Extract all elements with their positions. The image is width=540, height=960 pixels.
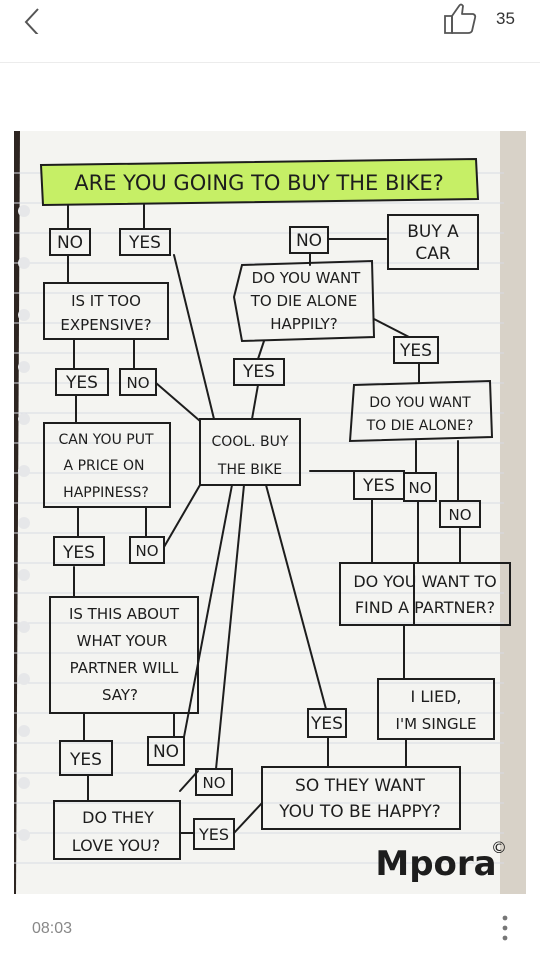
node-yes: YES — [242, 362, 275, 382]
node-no: NO — [408, 479, 431, 497]
node-no: NO — [296, 231, 322, 251]
node-no: NO — [448, 506, 471, 524]
find-partner-line-2: FIND A PARTNER? — [355, 598, 495, 617]
price-happiness-line-3: HAPPINESS? — [63, 485, 149, 501]
too-expensive-line-1: IS IT TOO — [71, 292, 141, 310]
node-yes: YES — [399, 341, 432, 361]
node-no: NO — [202, 774, 225, 792]
node-no: NO — [135, 542, 158, 560]
find-partner-line-1: DO YOU WANT TO — [353, 572, 496, 591]
die-alone-happily-line-3: HAPPILY? — [270, 315, 338, 333]
price-happiness-line-1: CAN YOU PUT — [58, 432, 153, 448]
mpora-logo: Mpora — [375, 844, 496, 884]
flowchart-title: ARE YOU GOING TO BUY THE BIKE? — [74, 171, 443, 195]
partner-say-line-3: PARTNER WILL — [70, 659, 179, 677]
partner-say-line-1: IS THIS ABOUT — [69, 605, 180, 623]
flowchart-photo[interactable]: ARE YOU GOING TO BUY THE BIKE? NO YES NO… — [14, 131, 526, 894]
die-alone-line-2: TO DIE ALONE? — [366, 418, 474, 434]
buy-car-line-2: CAR — [415, 244, 450, 264]
i-lied-line-2: I'M SINGLE — [396, 715, 477, 733]
cool-buy-line-1: COOL. BUY — [212, 434, 289, 450]
love-you-line-2: LOVE YOU? — [72, 836, 161, 855]
more-options-icon[interactable] — [496, 912, 514, 944]
thumbs-up-icon[interactable] — [441, 2, 479, 36]
too-expensive-line-2: EXPENSIVE? — [60, 316, 151, 334]
i-lied-line-1: I LIED, — [411, 687, 462, 706]
timestamp: 08:03 — [32, 920, 73, 937]
node-no: NO — [153, 742, 179, 762]
node-yes: YES — [62, 543, 95, 563]
die-alone-happily-line-2: TO DIE ALONE — [250, 292, 358, 310]
flowchart-drawing: ARE YOU GOING TO BUY THE BIKE? NO YES NO… — [14, 131, 526, 894]
copyright-mark: © — [491, 838, 507, 857]
partner-say-line-4: SAY? — [102, 686, 138, 704]
price-happiness-line-2: A PRICE ON — [64, 458, 145, 474]
node-yes: YES — [362, 476, 395, 496]
bottom-bar: 08:03 — [0, 896, 540, 960]
love-you-line-1: DO THEY — [82, 808, 154, 827]
buy-car-line-1: BUY A — [407, 222, 459, 242]
top-bar: 35 — [0, 0, 540, 63]
back-arrow-icon[interactable] — [20, 6, 48, 34]
want-happy-line-1: SO THEY WANT — [295, 776, 425, 796]
node-yes: YES — [69, 750, 102, 770]
cool-buy-line-2: THE BIKE — [217, 462, 282, 478]
die-alone-line-1: DO YOU WANT — [369, 395, 471, 411]
want-happy-line-2: YOU TO BE HAPPY? — [278, 802, 441, 822]
node-yes: YES — [128, 233, 161, 253]
node-no: NO — [57, 233, 83, 253]
node-yes: YES — [310, 714, 343, 734]
node-yes: YES — [198, 825, 229, 844]
like-count: 35 — [496, 9, 515, 28]
die-alone-happily-line-1: DO YOU WANT — [252, 269, 362, 287]
node-no: NO — [126, 374, 149, 392]
partner-say-line-2: WHAT YOUR — [77, 632, 168, 650]
node-yes: YES — [65, 373, 98, 393]
